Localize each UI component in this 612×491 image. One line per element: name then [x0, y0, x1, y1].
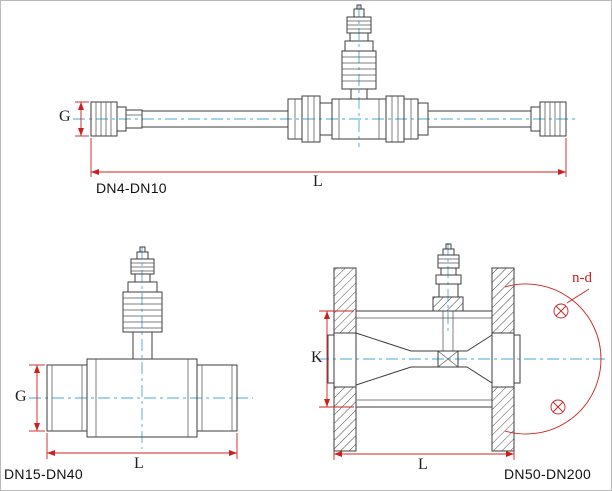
caption-dn50-dn200: DN50-DN200: [504, 466, 592, 482]
flanged-body: [327, 267, 521, 452]
dim-label-l-dn50: L: [418, 456, 428, 473]
meter-body: [46, 358, 238, 438]
dim-label-k-dn50: K: [311, 349, 323, 366]
sensor-assembly: [122, 246, 163, 360]
dim-label-g-dn4: G: [59, 108, 71, 125]
drawing-dn50-dn200: [317, 243, 605, 460]
drawing-dn15-dn40: [29, 246, 253, 459]
dim-label-l-dn15: L: [134, 455, 144, 472]
sensor-assembly: [435, 243, 462, 298]
bolt-circle-view: [504, 283, 602, 435]
caption-dn15-dn40: DN15-DN40: [4, 466, 83, 482]
centerlines: [317, 243, 605, 360]
centerlines: [73, 5, 579, 147]
meter-body: [90, 95, 567, 143]
dim-label-g-dn15: G: [15, 388, 27, 405]
dimension-g: [29, 364, 45, 432]
centerlines: [29, 247, 253, 449]
sensor-assembly: [341, 4, 377, 100]
dimension-l: [90, 138, 567, 177]
dimension-l: [46, 433, 238, 459]
dimension-k: [319, 310, 354, 408]
dimension-g: [75, 101, 89, 137]
caption-dn4-dn10: DN4-DN10: [96, 180, 167, 196]
drawing-dn4-dn10: [73, 4, 579, 177]
bolt-note-n-d: n-d: [572, 270, 592, 286]
dim-label-l-dn4: L: [313, 173, 323, 190]
dimension-l: [333, 451, 515, 460]
